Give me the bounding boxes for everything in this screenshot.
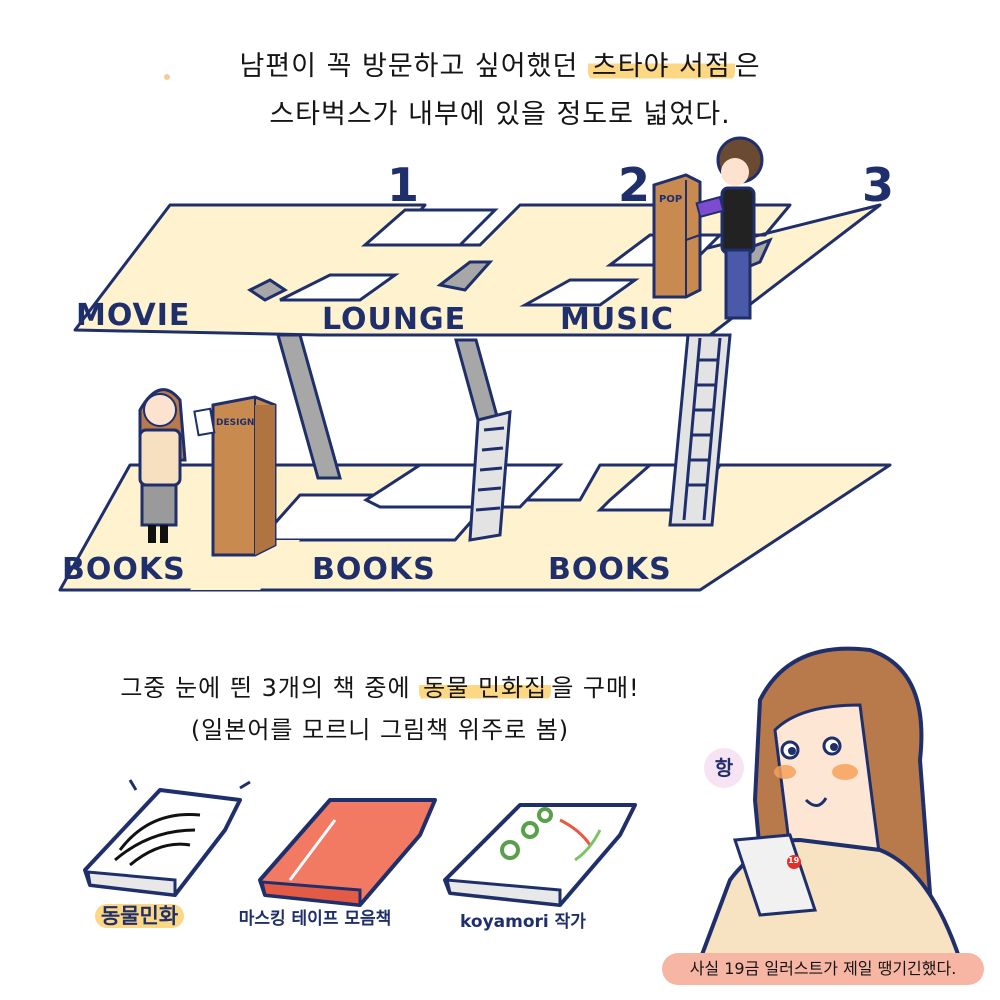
shelf-label-design: DESIGN xyxy=(216,418,255,428)
heading-line-2: 스타벅스가 내부에 있을 정도로 넓었다. xyxy=(269,99,731,130)
man-figure xyxy=(695,136,764,320)
label-books-2: BOOKS xyxy=(312,552,436,587)
decorative-dot xyxy=(164,74,170,80)
book-badge-19: 19 xyxy=(788,856,800,865)
design-shelf xyxy=(211,395,277,557)
escalator-upper-1 xyxy=(247,278,288,302)
heading-highlight: 츠타야 서점 xyxy=(587,51,735,82)
subheading-text: 그중 눈에 띈 3개의 책 중에 xyxy=(120,674,420,702)
heading-text-end: 은 xyxy=(734,51,761,82)
label-music: MUSIC xyxy=(560,302,674,337)
sound-effect-bubble: 항 xyxy=(704,748,744,788)
book-animal-folk-art xyxy=(83,779,251,897)
book-caption-3: koyamori 작가 xyxy=(460,912,586,932)
book-caption-2: 마스킹 테이프 모음책 xyxy=(238,909,392,929)
subheading-highlight: 동물 민화집 xyxy=(419,674,552,702)
escalator-upper-2 xyxy=(436,260,494,292)
heading-text: 남편이 꼭 방문하고 싶어했던 xyxy=(239,51,588,82)
label-books-3: BOOKS xyxy=(548,552,672,587)
book-caption-1-text: 동물민화 xyxy=(94,904,185,928)
label-books-1: BOOKS xyxy=(62,552,186,587)
book-caption-1: 동물민화 xyxy=(82,900,197,930)
floor-number-1: 1 xyxy=(387,158,420,212)
book-masking-tape xyxy=(258,798,437,907)
pop-shelf xyxy=(652,173,702,299)
floor-number-2: 2 xyxy=(618,158,651,212)
escalator-middle xyxy=(468,410,512,542)
subheading-text-end: 을 구매! xyxy=(551,674,640,702)
woman-figure xyxy=(138,388,216,543)
shelf-label-pop: POP xyxy=(659,194,683,205)
floor-number-3: 3 xyxy=(862,158,895,212)
bottom-note: 사실 19금 일러스트가 제일 땡기긴했다. xyxy=(662,953,984,985)
ladder-right xyxy=(668,333,732,527)
subheading-line-2: (일본어를 모르니 그림책 위주로 봄) xyxy=(190,716,570,744)
label-movie: MOVIE xyxy=(76,298,191,333)
book-koyamori xyxy=(443,803,637,907)
label-lounge: LOUNGE xyxy=(322,302,467,337)
pillar-left xyxy=(276,333,342,480)
